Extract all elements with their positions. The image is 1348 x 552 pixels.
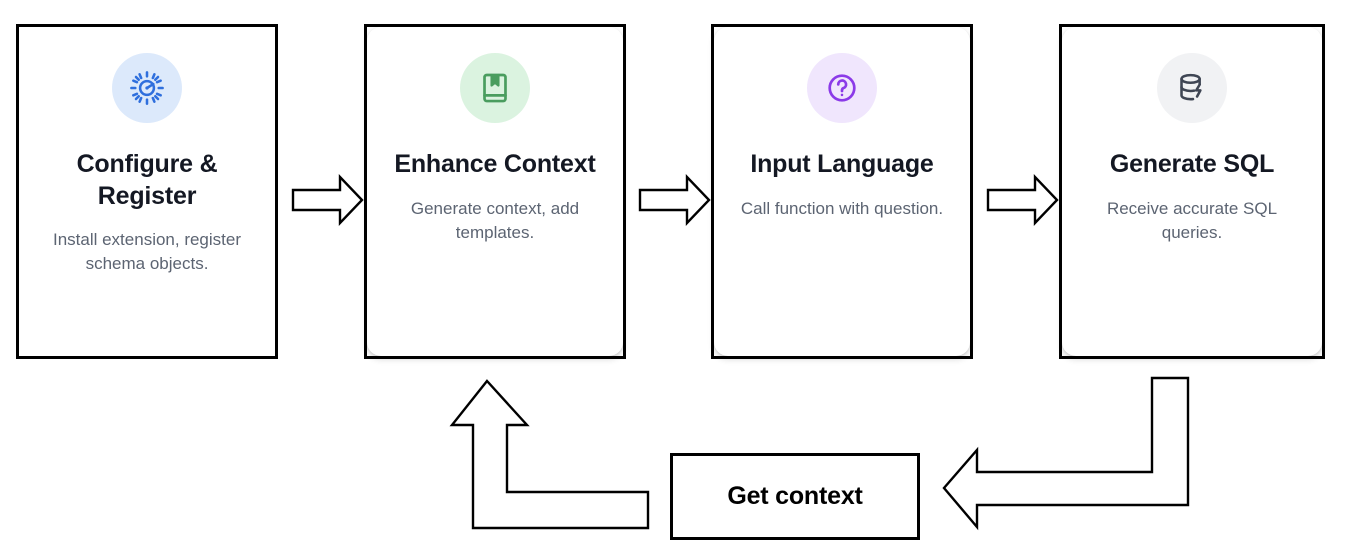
arrow-step3-to-step4 bbox=[986, 174, 1059, 226]
arrow-generate-sql-to-get-context bbox=[942, 376, 1190, 531]
step-card-enhance-context[interactable]: Enhance Context Generate context, add te… bbox=[364, 24, 626, 359]
step-card-configure-register[interactable]: Configure & Register Install extension, … bbox=[16, 24, 278, 359]
get-context-label: Get context bbox=[727, 482, 863, 510]
arrow-step1-to-step2 bbox=[291, 174, 364, 226]
icon-circle-generate-sql bbox=[1157, 53, 1227, 123]
step-title: Input Language bbox=[750, 150, 934, 178]
arrow-get-context-to-enhance-context bbox=[449, 379, 650, 530]
database-bolt-icon bbox=[1180, 73, 1202, 101]
step-card-generate-sql[interactable]: Generate SQL Receive accurate SQL querie… bbox=[1059, 24, 1325, 359]
step-card-body: Enhance Context Generate context, add te… bbox=[367, 27, 623, 356]
icon-circle-configure-register bbox=[112, 53, 182, 123]
step-description: Generate context, add templates. bbox=[410, 198, 580, 242]
step-description: Receive accurate SQL queries. bbox=[1106, 198, 1278, 242]
gear-icon bbox=[130, 71, 164, 105]
step-card-body: Configure & Register Install extension, … bbox=[19, 27, 275, 356]
step-card-body: Input Language Call function with questi… bbox=[714, 27, 970, 356]
step-card-input-language[interactable]: Input Language Call function with questi… bbox=[711, 24, 973, 359]
step-title: Enhance Context bbox=[394, 150, 596, 178]
icon-circle-enhance-context bbox=[460, 53, 530, 123]
step-card-body: Generate SQL Receive accurate SQL querie… bbox=[1062, 27, 1322, 356]
icon-circle-input-language bbox=[807, 53, 877, 123]
book-bookmark-icon bbox=[483, 73, 507, 103]
question-circle-icon bbox=[828, 74, 856, 102]
step-title: Configure & Register bbox=[76, 150, 218, 210]
get-context-box[interactable]: Get context bbox=[670, 453, 920, 540]
arrow-step2-to-step3 bbox=[638, 174, 711, 226]
step-description: Install extension, register schema objec… bbox=[52, 230, 242, 274]
step-title: Generate SQL bbox=[1109, 150, 1275, 178]
step-description: Call function with question. bbox=[740, 198, 944, 218]
